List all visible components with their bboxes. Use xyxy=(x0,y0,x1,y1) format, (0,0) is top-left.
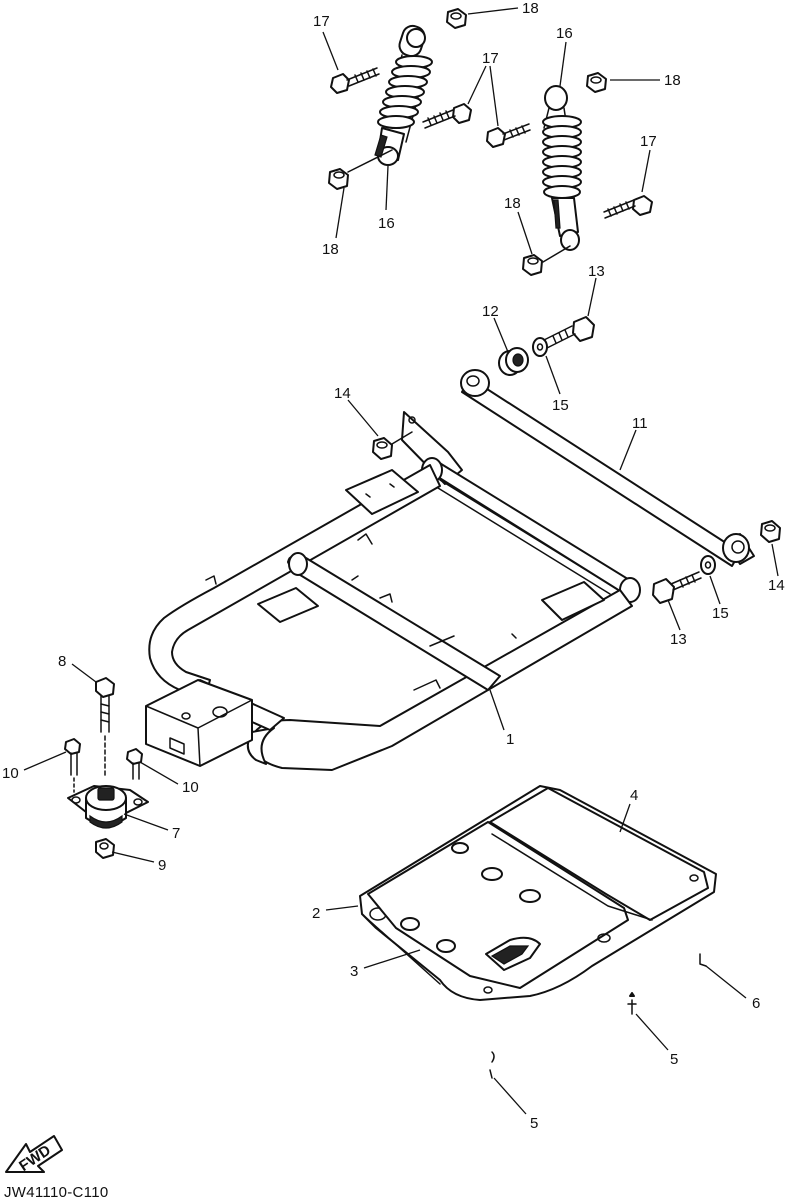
callout-15: 15 xyxy=(552,397,569,414)
right-shock-absorber xyxy=(542,85,582,251)
callout-6: 6 xyxy=(752,995,760,1012)
callout-4: 4 xyxy=(630,787,638,804)
callout-17: 17 xyxy=(313,13,330,30)
callout-9: 9 xyxy=(158,857,166,874)
callout-16: 16 xyxy=(378,215,395,232)
left-shock-absorber xyxy=(374,24,433,166)
callout-2: 2 xyxy=(312,905,320,922)
engine-mount-7 xyxy=(67,785,149,829)
callout-18: 18 xyxy=(322,241,339,258)
bolt-17-center-left xyxy=(422,103,472,129)
nut-18-lower-right xyxy=(522,254,543,276)
bolt-8 xyxy=(95,677,115,777)
nut-18-lower-left xyxy=(328,168,349,190)
pin-5-lower xyxy=(489,1051,495,1079)
floor-panel-3 xyxy=(367,821,629,989)
nut-18-upper-right xyxy=(586,72,607,93)
callout-labels: 17 18 17 16 18 18 16 17 18 13 12 15 14 1… xyxy=(2,0,785,1132)
pin-6 xyxy=(699,953,707,967)
bolt-13-lower xyxy=(652,571,702,604)
leader-lines xyxy=(23,7,779,1115)
callout-7: 7 xyxy=(172,825,180,842)
callout-17: 17 xyxy=(482,50,499,67)
nut-9 xyxy=(95,838,115,859)
frame-main xyxy=(145,411,641,771)
nut-18-upper-left xyxy=(446,8,467,29)
callout-13: 13 xyxy=(588,263,605,280)
bushing-12 xyxy=(498,347,529,376)
washer-15-upper xyxy=(532,337,548,357)
callout-3: 3 xyxy=(350,963,358,980)
callout-18: 18 xyxy=(664,72,681,89)
floor-panel-4 xyxy=(489,787,709,921)
callout-17: 17 xyxy=(640,133,657,150)
callout-1: 1 xyxy=(506,731,514,748)
bolt-10-left xyxy=(64,738,81,793)
callout-10: 10 xyxy=(2,765,19,782)
right-shock-pin-line xyxy=(542,245,571,263)
callout-14: 14 xyxy=(334,385,351,402)
callout-5: 5 xyxy=(670,1051,678,1068)
callout-12: 12 xyxy=(482,303,499,320)
washer-15-lower xyxy=(700,555,716,575)
callout-16: 16 xyxy=(556,25,573,42)
nut-14-right xyxy=(760,520,781,543)
callout-13: 13 xyxy=(670,631,687,648)
bolt-17-lower-right xyxy=(603,195,653,219)
right-shock-spring xyxy=(542,115,582,199)
diagram-reference-code: JW41110-C110 xyxy=(4,1184,109,1201)
callout-14: 14 xyxy=(768,577,785,594)
callout-18: 18 xyxy=(522,0,539,17)
callout-15: 15 xyxy=(712,605,729,622)
callout-5: 5 xyxy=(530,1115,538,1132)
bolt-17-upper-left xyxy=(330,67,380,94)
bolt-13-upper xyxy=(543,316,595,349)
bolt-10-right xyxy=(126,748,143,780)
tie-rod xyxy=(460,369,755,567)
left-shock-pin-line xyxy=(347,149,393,173)
left-shock-spring xyxy=(377,55,433,129)
callout-10: 10 xyxy=(182,779,199,796)
fwd-arrow-icon: FWD xyxy=(5,1135,63,1175)
bolt-17-center-right xyxy=(486,123,531,148)
callout-11: 11 xyxy=(632,415,648,432)
callout-18: 18 xyxy=(504,195,521,212)
pin-5-upper xyxy=(627,992,637,1015)
callout-8: 8 xyxy=(58,653,66,670)
nut-14-upper xyxy=(372,431,413,460)
